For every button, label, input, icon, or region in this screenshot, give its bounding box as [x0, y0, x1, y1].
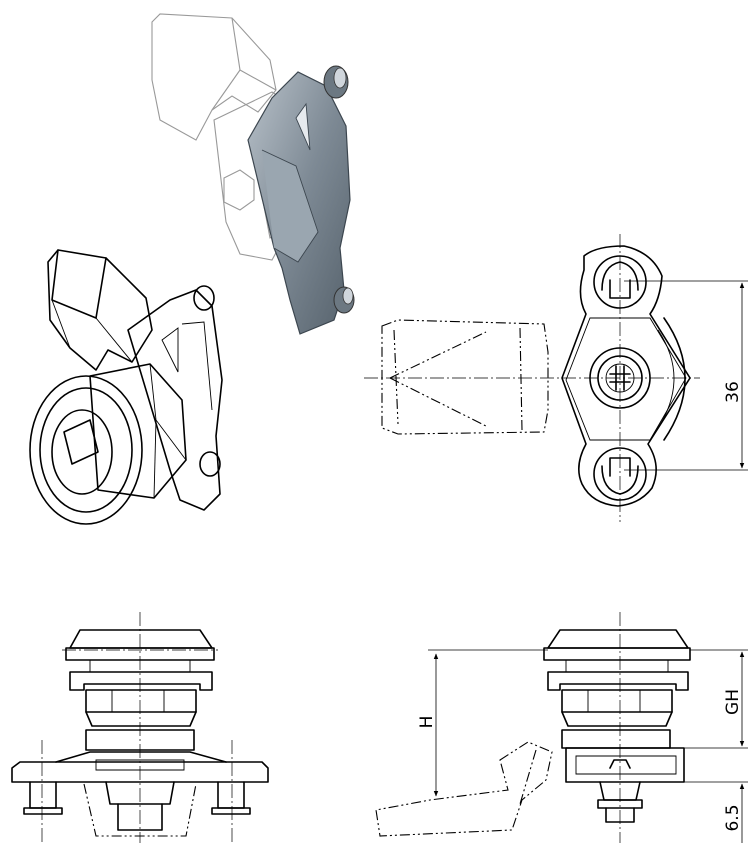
- side-view-lever: H GH 6.5: [375, 612, 748, 843]
- side-view-front: [11, 612, 269, 843]
- dimension-gh-label: GH: [723, 689, 743, 715]
- dimension-36-label: 36: [723, 381, 743, 403]
- dimension-6-5-label: 6.5: [723, 804, 743, 831]
- shaded-3d-view: [151, 13, 355, 335]
- dimension-h-label: H: [417, 716, 437, 729]
- top-view: 36: [364, 234, 748, 522]
- isometric-line-view: [29, 249, 223, 525]
